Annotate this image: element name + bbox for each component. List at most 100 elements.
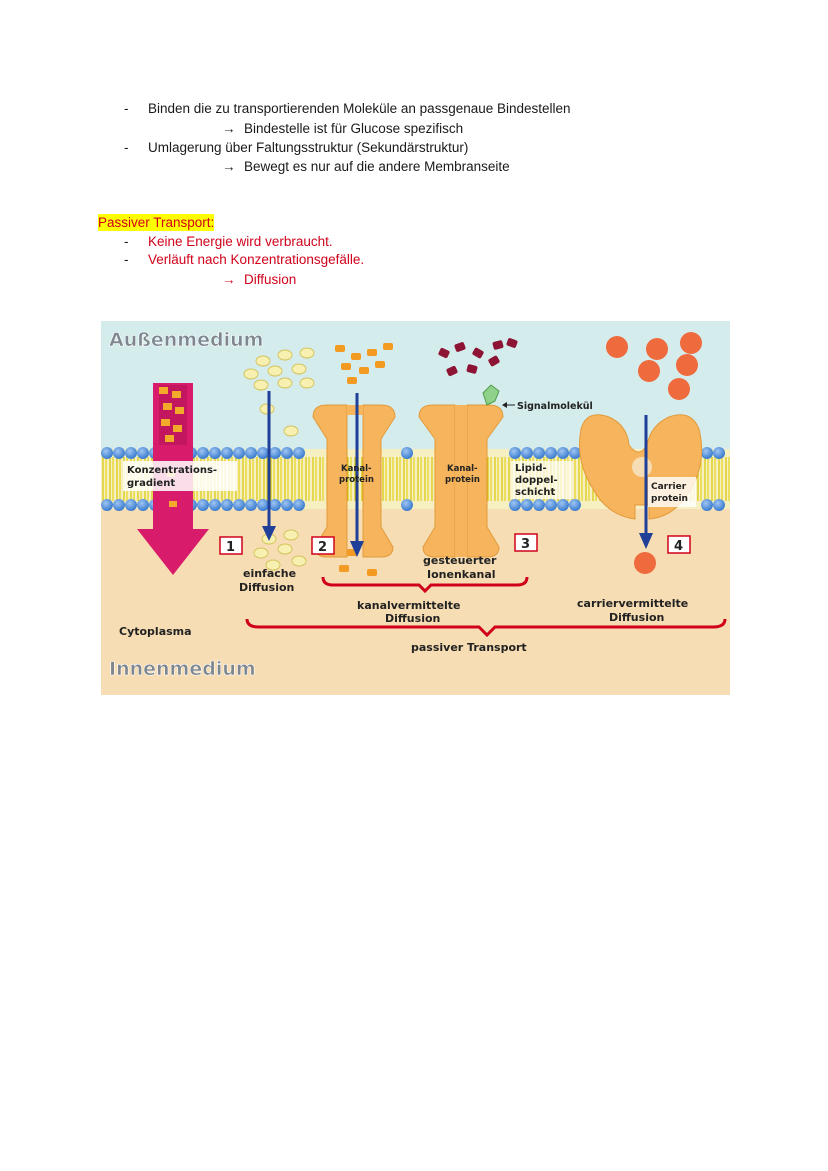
channel-diffusion-label-1: kanalvermittelte	[357, 599, 461, 612]
right-arrow-icon: →	[222, 272, 236, 287]
phospholipid-head	[281, 447, 293, 459]
section-heading: Passiver Transport:	[98, 214, 215, 231]
channel-diffusion-label-2: Diffusion	[385, 612, 440, 625]
phospholipid-head	[233, 447, 245, 459]
channel-protein-label-2: protein	[339, 475, 374, 485]
phospholipid-head	[557, 447, 569, 459]
passive-transport-brace	[245, 618, 727, 638]
carrier-binding-site	[632, 457, 652, 477]
list-subitem: → Bindestelle ist für Glucose spezifisch	[222, 120, 463, 137]
phospholipid-head	[257, 499, 269, 511]
phospholipid-head	[521, 499, 533, 511]
bullet-dash: -	[124, 140, 129, 155]
phospholipid-head	[137, 499, 149, 511]
carrier-protein-label-2: protein	[651, 494, 688, 504]
bullet-dash: -	[124, 101, 129, 116]
phospholipid-head	[113, 447, 125, 459]
number-4: 4	[674, 539, 683, 554]
phospholipid-head	[245, 447, 257, 459]
phospholipid-head	[569, 447, 581, 459]
list-subitem: → Diffusion	[222, 271, 296, 288]
number-box-4	[667, 535, 691, 554]
phospholipid-head	[533, 447, 545, 459]
list-subitem-text: Diffusion	[244, 272, 297, 287]
phospholipid-head	[101, 447, 113, 459]
number-1: 1	[226, 540, 235, 555]
phospholipid-head	[293, 447, 305, 459]
phospholipid-head	[713, 447, 725, 459]
carrier-protein-label-1: Carrier	[651, 482, 687, 492]
phospholipid-head	[269, 447, 281, 459]
channel-protein-2-label-1: Kanal-	[447, 464, 478, 474]
phospholipid-head	[509, 499, 521, 511]
phospholipid-head	[233, 499, 245, 511]
lipid-bilayer-label-1: Lipid-	[515, 463, 547, 474]
phospholipid-head	[557, 499, 569, 511]
phospholipid-head	[257, 447, 269, 459]
phospholipid-head	[401, 499, 413, 511]
outer-medium-label: Außenmedium	[109, 329, 263, 351]
phospholipid-head	[221, 499, 233, 511]
cytoplasm-label: Cytoplasma	[119, 625, 192, 638]
gated-channel-label-1: gesteuerter	[423, 554, 497, 567]
bullet-dash: -	[124, 234, 129, 249]
bullet-dash: -	[124, 252, 129, 267]
inner-medium-area	[101, 509, 730, 695]
phospholipid-head	[701, 499, 713, 511]
gradient-label-2: gradient	[127, 478, 175, 489]
carrier-diffusion-label-2: Diffusion	[609, 611, 664, 624]
list-item: Verläuft nach Konzentrationsgefälle.	[148, 252, 365, 267]
phospholipid-head	[281, 499, 293, 511]
list-subitem-text: Bindestelle ist für Glucose spezifisch	[244, 121, 464, 136]
channel-protein-2-label-2: protein	[445, 475, 480, 485]
lipid-bilayer-label-3: schicht	[515, 487, 555, 498]
phospholipid-head	[125, 447, 137, 459]
phospholipid-head	[545, 499, 557, 511]
gated-ion-channel	[418, 404, 504, 558]
phospholipid-head	[209, 447, 221, 459]
channel-protein	[312, 404, 396, 558]
list-subitem-text: Bewegt es nur auf die andere Membranseit…	[244, 159, 510, 174]
membrane-transport-diagram: Außenmedium Innenmedium Konzentrations- …	[101, 321, 730, 695]
right-arrow-icon: →	[222, 121, 236, 136]
phospholipid-head	[545, 447, 557, 459]
lipid-bilayer-label-2: doppel-	[515, 475, 558, 486]
concentration-gradient-arrow	[137, 383, 209, 575]
number-box-3	[514, 533, 538, 552]
number-2: 2	[318, 540, 327, 555]
list-item: Binden die zu transportierenden Moleküle…	[148, 101, 571, 116]
number-box-2	[311, 536, 335, 555]
phospholipid-head	[401, 447, 413, 459]
signal-molecule-icon	[482, 384, 500, 406]
phospholipid-head	[125, 499, 137, 511]
number-3: 3	[521, 537, 530, 552]
phospholipid-head	[221, 447, 233, 459]
phospholipid-head	[269, 499, 281, 511]
gradient-label-1: Konzentrations-	[127, 465, 217, 476]
inner-medium-label: Innenmedium	[109, 658, 256, 680]
ions-channel-diffusion	[335, 343, 393, 576]
charged-molecules	[438, 338, 518, 377]
phospholipid-head	[713, 499, 725, 511]
carrier-transported-molecules	[606, 332, 702, 574]
channel-protein-label-1: Kanal-	[341, 464, 372, 474]
simple-diffusion-label-2: Diffusion	[239, 581, 294, 594]
phospholipid-head	[521, 447, 533, 459]
list-subitem: →Bewegt es nur auf die andere Membransei…	[222, 158, 510, 175]
phospholipid-head	[197, 499, 209, 511]
phospholipid-head	[209, 499, 221, 511]
number-box-1	[219, 536, 243, 555]
list-item: Keine Energie wird verbraucht.	[148, 234, 333, 249]
phospholipid-head	[113, 499, 125, 511]
phospholipid-head	[137, 447, 149, 459]
signal-molecule-label: Signalmolekül	[517, 401, 593, 412]
phospholipid-head	[569, 499, 581, 511]
gated-channel-label-2: Ionenkanal	[427, 568, 496, 581]
phospholipid-head	[101, 499, 113, 511]
phospholipid-head	[197, 447, 209, 459]
list-item: Umlagerung über Faltungsstruktur (Sekund…	[148, 140, 469, 155]
carrier-diffusion-label-1: carriervermittelte	[577, 597, 688, 610]
passive-transport-label: passiver Transport	[411, 641, 527, 654]
phospholipid-head	[701, 447, 713, 459]
phospholipid-head	[245, 499, 257, 511]
